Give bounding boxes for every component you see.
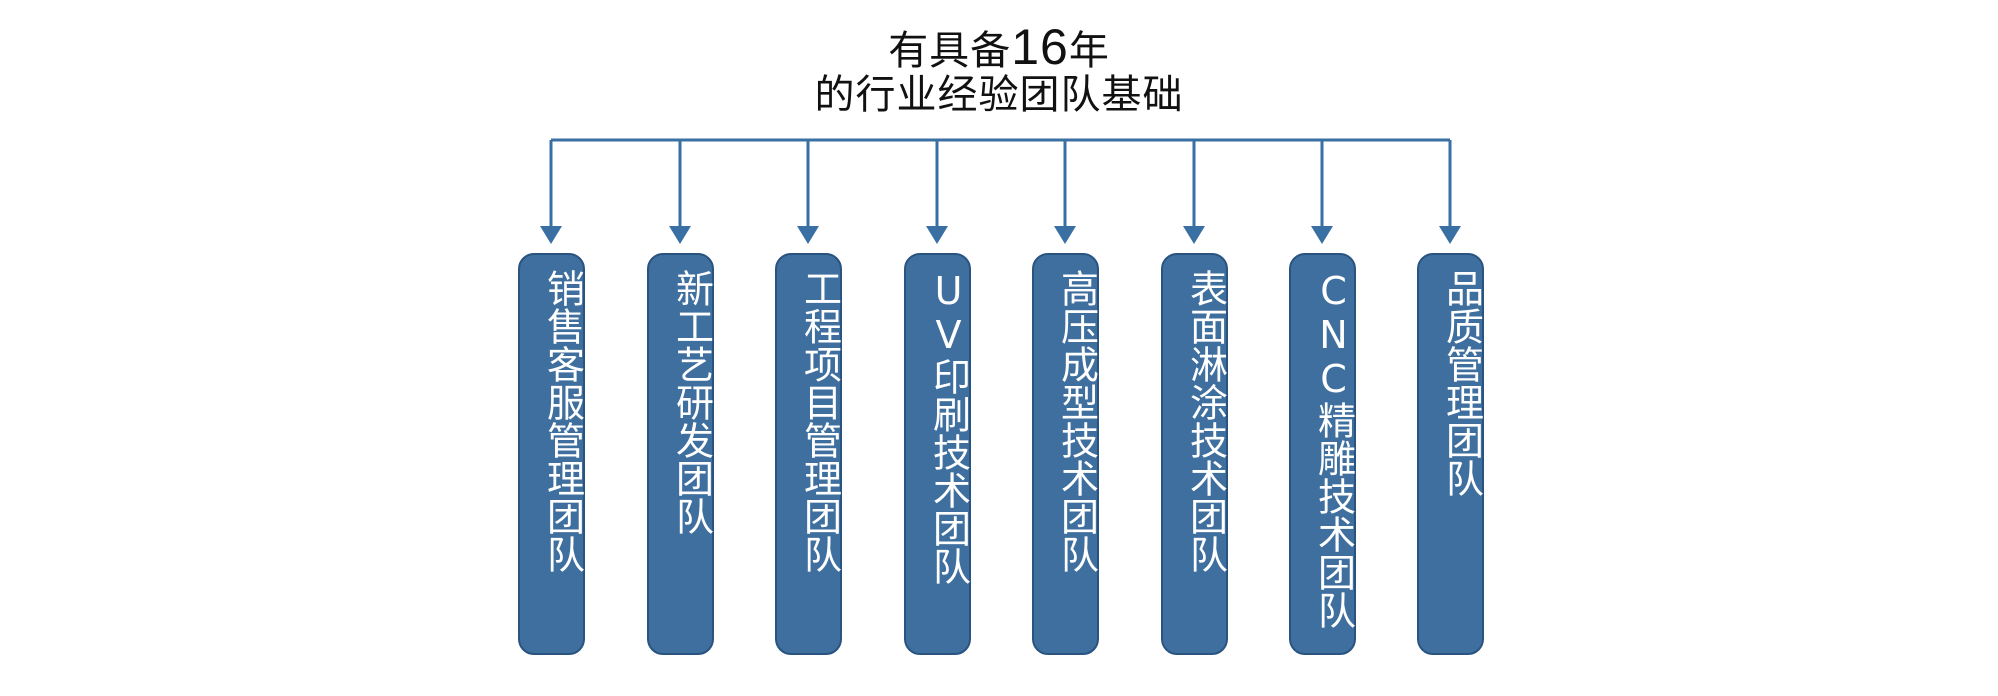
team-label: 品质管理团队 — [1439, 269, 1484, 497]
team-box-3: 工程项目管理团队 — [774, 253, 842, 655]
team-label: 新工艺研发团队 — [669, 269, 714, 535]
team-box-6: 表面淋涂技术团队 — [1160, 253, 1228, 655]
arrowhead-icon — [540, 226, 562, 244]
team-label: 销售客服管理团队 — [540, 269, 585, 573]
arrowhead-icon — [1183, 226, 1205, 244]
arrowhead-icon — [797, 226, 819, 244]
team-box-1: 销售客服管理团队 — [517, 253, 585, 655]
team-label: 表面淋涂技术团队 — [1183, 269, 1228, 573]
arrowhead-icon — [926, 226, 948, 244]
team-box-7: CNC精雕技术团队 — [1288, 253, 1356, 655]
team-box-4: UV印刷技术团队 — [903, 253, 971, 655]
team-box-2: 新工艺研发团队 — [646, 253, 714, 655]
title-years-number: 16 — [1011, 19, 1069, 75]
diagram-title-line2: 的行业经验团队基础 — [814, 72, 1184, 118]
arrowhead-icon — [1054, 226, 1076, 244]
title-suffix: 年 — [1068, 28, 1110, 74]
arrowhead-icon — [1311, 226, 1333, 244]
arrowhead-icon — [1439, 226, 1461, 244]
diagram-title-line1: 有具备16年 — [0, 22, 1998, 74]
team-label: CNC精雕技术团队 — [1311, 269, 1356, 629]
team-label: 工程项目管理团队 — [797, 269, 842, 573]
arrowhead-icon — [669, 226, 691, 244]
team-label: 高压成型技术团队 — [1054, 269, 1099, 573]
team-label: UV印刷技术团队 — [926, 269, 971, 585]
team-box-8: 品质管理团队 — [1416, 253, 1484, 655]
title-prefix: 有具备 — [888, 28, 1012, 74]
team-box-5: 高压成型技术团队 — [1031, 253, 1099, 655]
